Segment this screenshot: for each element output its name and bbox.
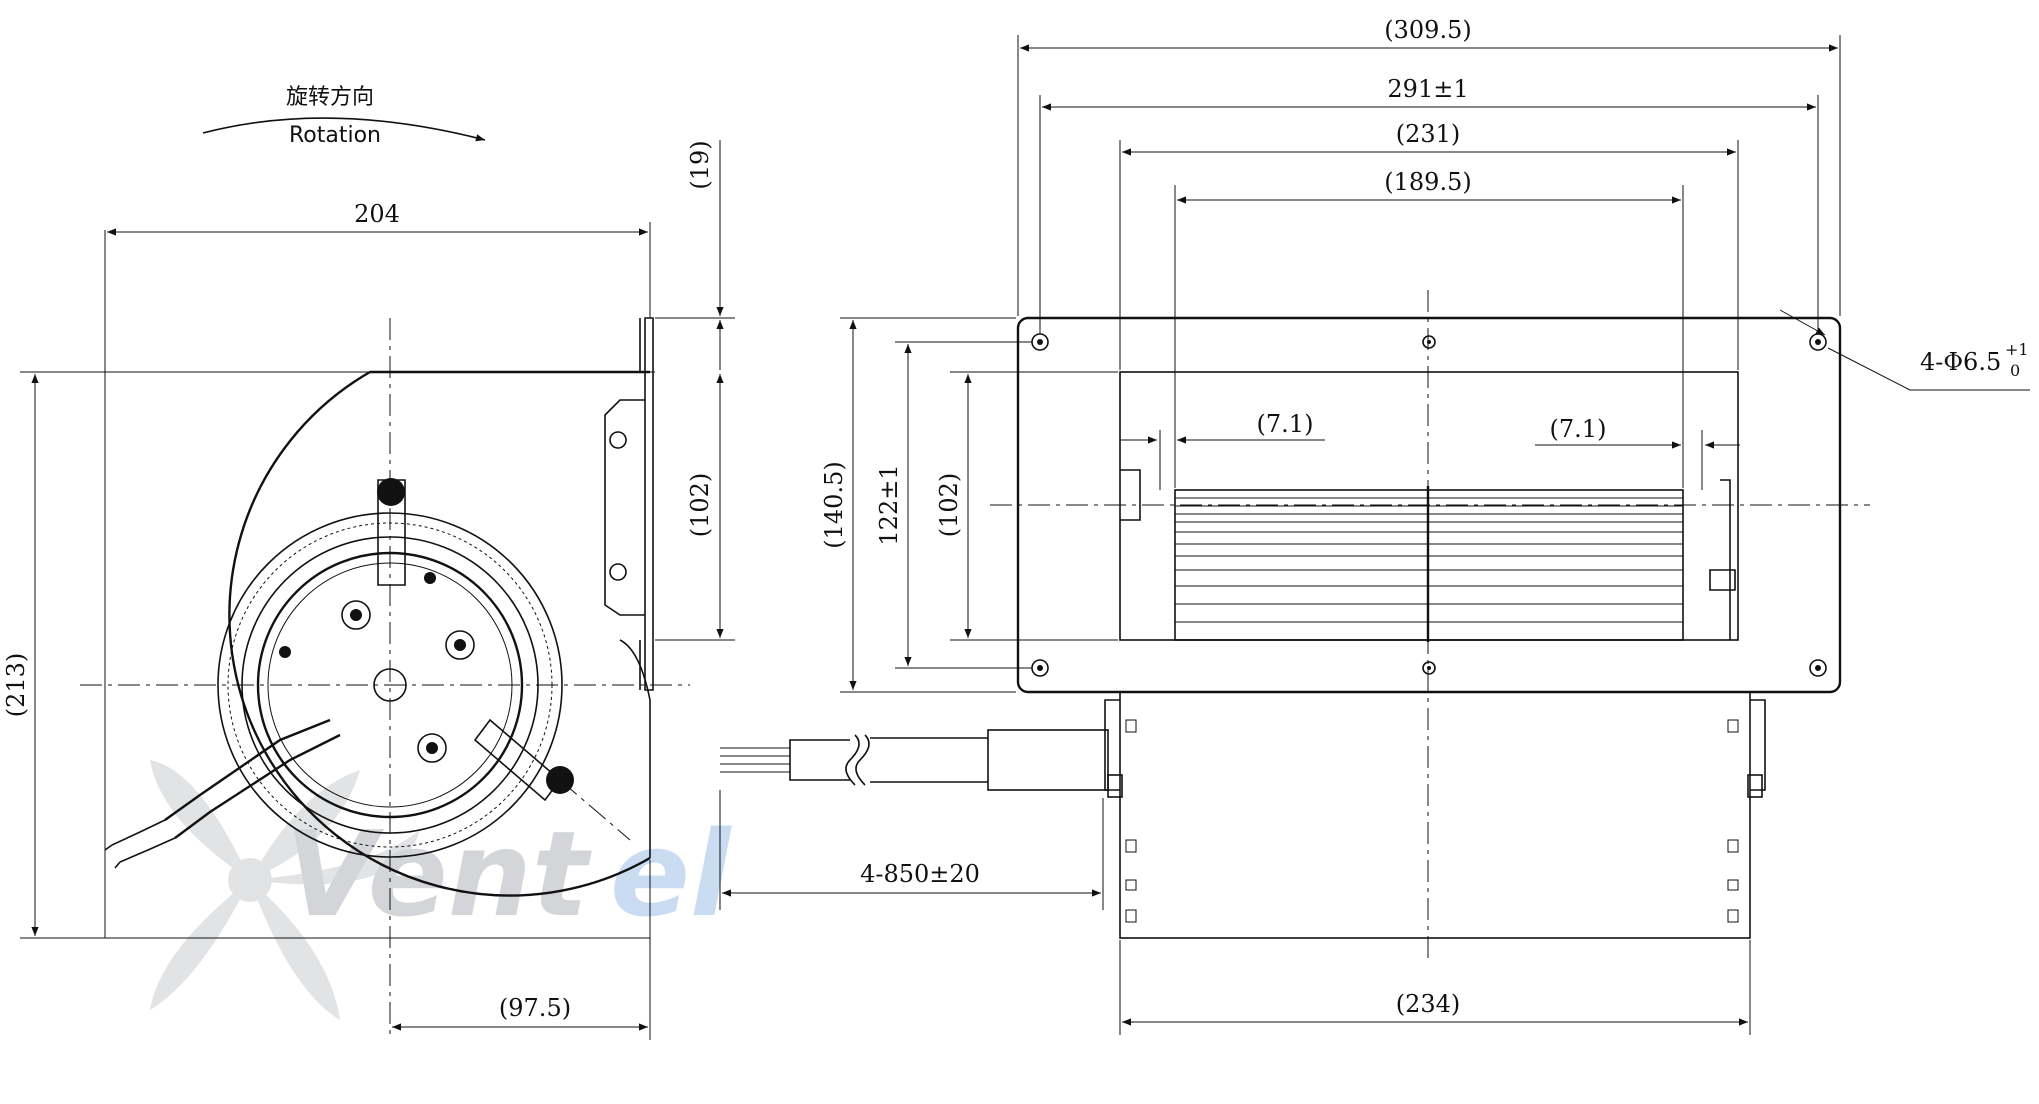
mounting-plate <box>644 317 654 691</box>
terminal-screws <box>279 572 475 763</box>
dim-291: 291±1 <box>1387 75 1468 103</box>
clamp-arm-right <box>473 718 562 802</box>
front-view: (309.5) 291±1 (231) (189.5) (140.5) 122±… <box>719 16 2030 1035</box>
watermark-text-vent: Vent <box>285 805 593 943</box>
dim-189-5: (189.5) <box>1384 168 1471 196</box>
dim-204: 204 <box>354 200 400 228</box>
dim-97-5: (97.5) <box>499 994 571 1022</box>
hole-spec: 4-Φ6.5 <box>1920 348 2001 376</box>
dim-7-1-left: (7.1) <box>1257 410 1314 438</box>
dim-19: (19) <box>686 140 714 189</box>
dim-140-5: (140.5) <box>820 461 848 548</box>
dim-231: (231) <box>1396 120 1461 148</box>
rotation-label-cn: 旋转方向 <box>286 85 374 110</box>
rotation-label-en: Rotation <box>289 123 381 148</box>
dim-102-side: (102) <box>686 473 714 538</box>
scroll-housing <box>228 370 651 897</box>
side-view: 旋转方向 Rotation <box>2 85 735 1040</box>
cable-sleeve <box>987 729 1109 791</box>
motor-cable <box>164 718 331 821</box>
rotation-arrow-icon <box>202 117 486 142</box>
watermark-text-el: el <box>610 805 732 943</box>
cable-wires <box>720 747 790 773</box>
hole-tol-upper: +1 <box>2005 340 2029 359</box>
dim-309-5: (309.5) <box>1384 16 1471 44</box>
fan-logo-icon <box>150 760 420 1020</box>
dim-102-front: (102) <box>935 473 963 538</box>
side-bracket <box>604 399 645 616</box>
dim-213: (213) <box>2 653 30 718</box>
dim-4-850: 4-850±20 <box>860 860 980 888</box>
dim-7-1-right: (7.1) <box>1550 415 1607 443</box>
motor-body <box>1119 691 1751 939</box>
hole-tol-lower: 0 <box>2010 361 2020 380</box>
dim-122: 122±1 <box>875 464 903 545</box>
cable <box>870 737 988 783</box>
watermark: Vent el <box>150 760 732 1020</box>
motor-slots <box>1125 719 1739 923</box>
dim-234: (234) <box>1396 990 1461 1018</box>
